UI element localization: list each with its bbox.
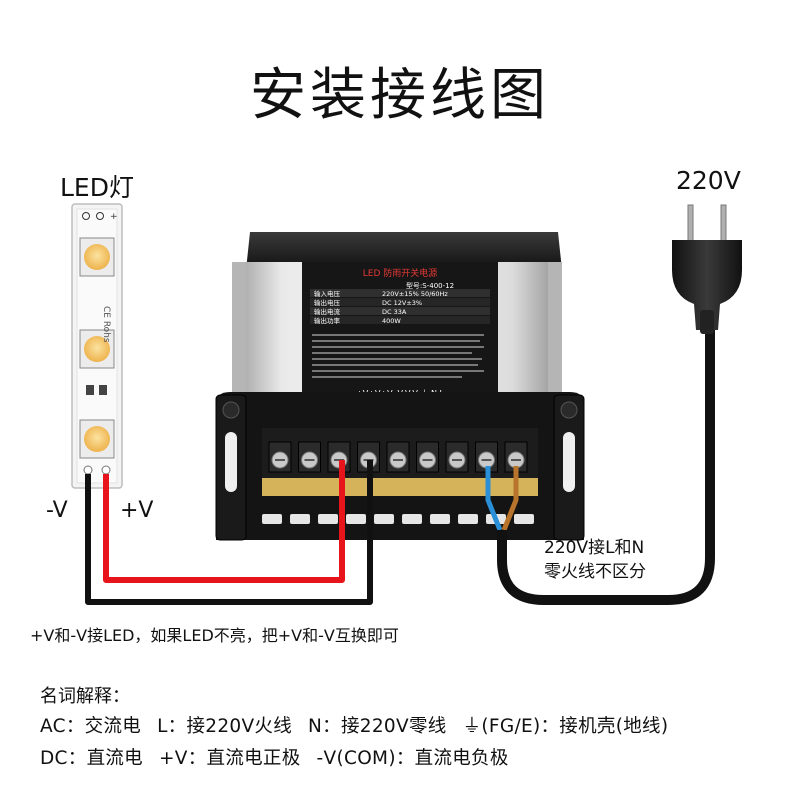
spec-row-value: DC 12V±3% [382, 299, 422, 307]
spec-row-label: 输出功率 [314, 316, 341, 325]
vent-slot [374, 514, 394, 524]
strip-plus-mark: + [110, 212, 118, 222]
black-wire [85, 460, 373, 605]
panel-fine-print [312, 334, 484, 378]
terminal-block [268, 441, 528, 473]
led-strip: CE Rohs + [71, 203, 123, 489]
vent-slot [430, 514, 450, 524]
spec-row-bg [310, 316, 490, 324]
gloss-n: N：接220V零线 [308, 716, 447, 737]
mains-wiring-note: 220V接L和N 零火线不区分 [544, 536, 646, 584]
vent-slots [262, 514, 534, 524]
gloss-nv: -V(COM)：直流电负极 [316, 748, 509, 769]
spec-row-label: 输入电压 [314, 289, 341, 298]
spec-row-label: 输出电流 [314, 307, 341, 316]
mains-note-line1: 220V接L和N [544, 538, 645, 558]
vent-slot [458, 514, 478, 524]
led-label: LED灯 [60, 173, 134, 202]
gloss-ac: AC：交流电 [40, 716, 142, 737]
led-chip-3 [79, 419, 115, 459]
gloss-dc: DC：直流电 [40, 748, 143, 769]
spec-row-bg [310, 289, 490, 297]
gloss-pv: +V：直流电正极 [158, 748, 301, 769]
vent-slot [262, 514, 282, 524]
vent-slot [514, 514, 534, 524]
spec-row-value: DC 33A [382, 308, 407, 316]
spec-row-value: 220V±15% 50/60Hz [382, 290, 448, 298]
diagram-title: 安装接线图 [250, 63, 550, 128]
mains-label: 220V [676, 166, 741, 195]
spec-row-bg [310, 298, 490, 306]
spec-row-value: 400W [382, 317, 401, 325]
spec-row-label: 输出电压 [314, 298, 341, 307]
panel-model: 型号:S-400-12 [406, 281, 454, 290]
gloss-fg: ⏚(FG/E)：接机壳(地线) [462, 716, 669, 737]
spec-row-bg [310, 307, 490, 315]
brown-wire [501, 466, 519, 531]
red-wire [103, 460, 345, 583]
glossary-heading: 名词解释： [40, 686, 130, 707]
spec-label-panel: LED 防雨开关电源 型号:S-400-12 输入电压 220V±15% 50/6… [302, 262, 498, 404]
glossary-row-2: DC：直流电 +V：直流电正极 -V(COM)：直流电负极 [40, 744, 509, 770]
panel-title: LED 防雨开关电源 [363, 267, 438, 279]
glossary-row-1: AC：交流电 L：接220V火线 N：接220V零线 ⏚(FG/E)：接机壳(地线) [40, 712, 668, 738]
neg-terminal-label: -V [46, 498, 68, 523]
power-supply: LED 防雨开关电源 型号:S-400-12 输入电压 220V±15% 50/6… [215, 232, 585, 541]
vent-slot [346, 514, 366, 524]
led-chip-1 [79, 237, 115, 277]
vent-slot [402, 514, 422, 524]
led-chip-2 [79, 329, 115, 369]
spec-rows: 输入电压 220V±15% 50/60Hz 输出电压 DC 12V±3% 输出电流 DC … [310, 289, 490, 325]
blue-wire [485, 466, 503, 531]
mains-note-line2: 零火线不区分 [544, 562, 646, 582]
gloss-l: L：接220V火线 [157, 716, 293, 737]
mains-plug [672, 204, 742, 334]
vent-slot [318, 514, 338, 524]
pos-terminal-label: +V [120, 498, 154, 523]
mains-cable [497, 320, 715, 605]
strip-brand: CE Rohs [101, 306, 111, 343]
polarity-swap-note: +V和-V接LED，如果LED不亮，把+V和-V互换即可 [30, 626, 399, 645]
vent-slot [290, 514, 310, 524]
